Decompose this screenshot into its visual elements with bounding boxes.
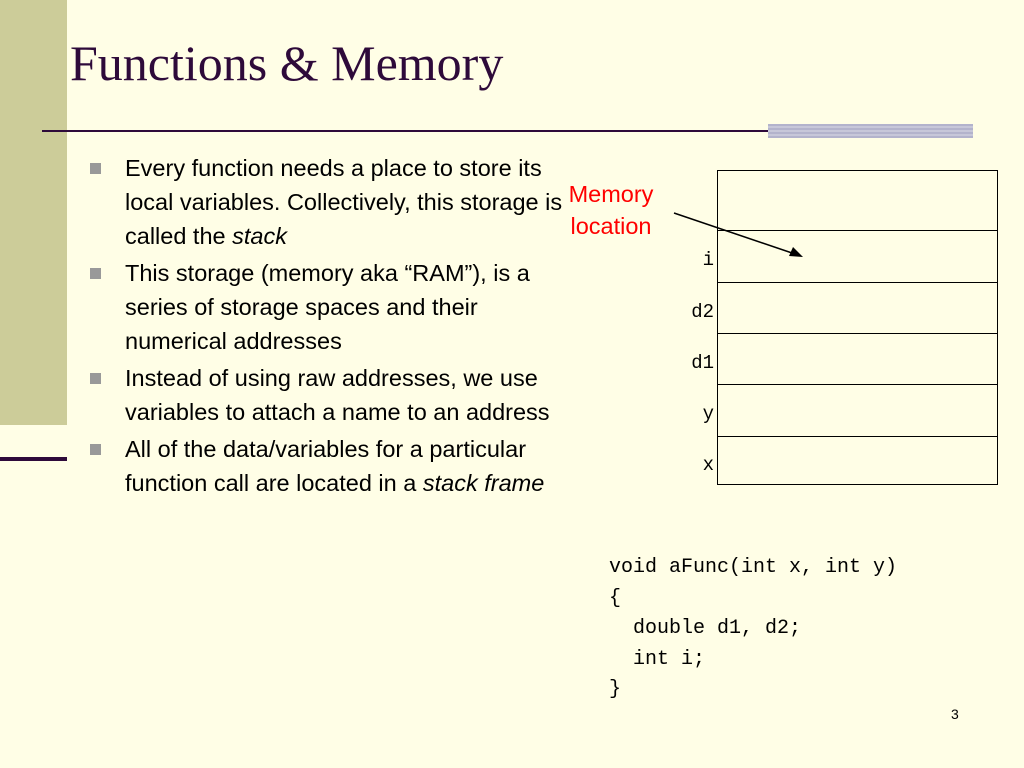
row-label-d2: d2	[691, 301, 714, 323]
memory-stack-diagram	[717, 170, 998, 485]
row-label-i: i	[702, 249, 714, 271]
sidebar-band	[0, 0, 67, 425]
bullet-square-icon	[90, 444, 101, 455]
bullet-text: Every function needs a place to store it…	[125, 155, 563, 249]
bullet-item: Instead of using raw addresses, we use v…	[88, 361, 568, 429]
title-rule	[42, 130, 972, 132]
bullet-list: Every function needs a place to store it…	[88, 151, 568, 503]
code-block: void aFunc(int x, int y) { double d1, d2…	[609, 553, 897, 706]
memory-cell	[718, 283, 997, 334]
row-label-d1: d1	[691, 352, 714, 374]
row-label-y: y	[702, 403, 714, 425]
code-line: int i;	[609, 647, 706, 671]
bullet-square-icon	[90, 163, 101, 174]
sidebar-tick	[0, 457, 67, 461]
memory-location-label: Memory location	[550, 178, 672, 242]
bullet-item: This storage (memory aka “RAM”), is a se…	[88, 256, 568, 358]
memory-cell	[718, 385, 997, 437]
slide-title: Functions & Memory	[70, 35, 504, 91]
bullet-item: Every function needs a place to store it…	[88, 151, 568, 253]
code-line: }	[609, 678, 622, 701]
bullet-text: This storage (memory aka “RAM”), is a se…	[125, 260, 530, 354]
code-line: double d1, d2;	[609, 617, 802, 640]
bullet-emphasis: stack	[232, 223, 287, 249]
bullet-text: All of the data/variables for a particul…	[125, 436, 527, 496]
memory-label-line1: Memory	[568, 181, 654, 207]
memory-cell	[718, 334, 997, 385]
code-line: {	[609, 586, 622, 610]
bullet-text: Instead of using raw addresses, we use v…	[125, 365, 550, 425]
memory-label-line2: location	[570, 213, 652, 239]
memory-cell	[718, 231, 997, 283]
code-line: void aFunc(int x, int y)	[609, 556, 898, 579]
row-label-x: x	[702, 454, 714, 476]
bullet-item: All of the data/variables for a particul…	[88, 432, 568, 500]
memory-cell	[718, 437, 997, 484]
bullet-emphasis: stack frame	[422, 470, 545, 496]
page-number: 3	[951, 706, 959, 722]
bullet-square-icon	[90, 373, 101, 384]
title-accent-bar	[768, 124, 973, 138]
bullet-square-icon	[90, 268, 101, 279]
memory-cell	[718, 171, 997, 231]
